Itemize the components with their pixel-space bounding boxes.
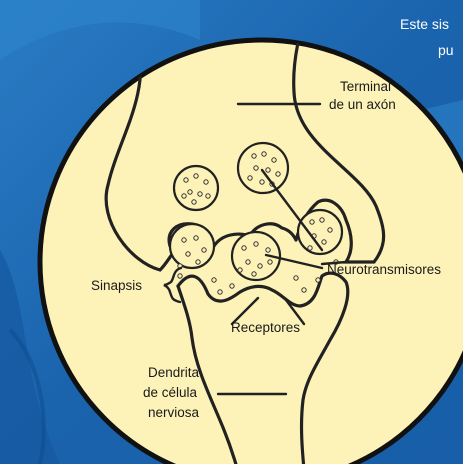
- label-terminal-line-1: Terminal: [340, 79, 391, 95]
- label-terminal-line-2: de un axón: [329, 97, 396, 113]
- label-dendrite-line-3: nerviosa: [148, 405, 199, 421]
- label-neurotransmitters: Neurotransmisores: [327, 262, 441, 278]
- label-dendrite-line-1: Dendrita: [148, 365, 199, 381]
- label-receptors: Receptores: [231, 320, 300, 336]
- label-synapse: Sinapsis: [91, 278, 142, 294]
- label-dendrite-line-2: de célula: [143, 385, 197, 401]
- vesicle-right: [238, 143, 288, 193]
- vesicle-release-1: [170, 224, 214, 268]
